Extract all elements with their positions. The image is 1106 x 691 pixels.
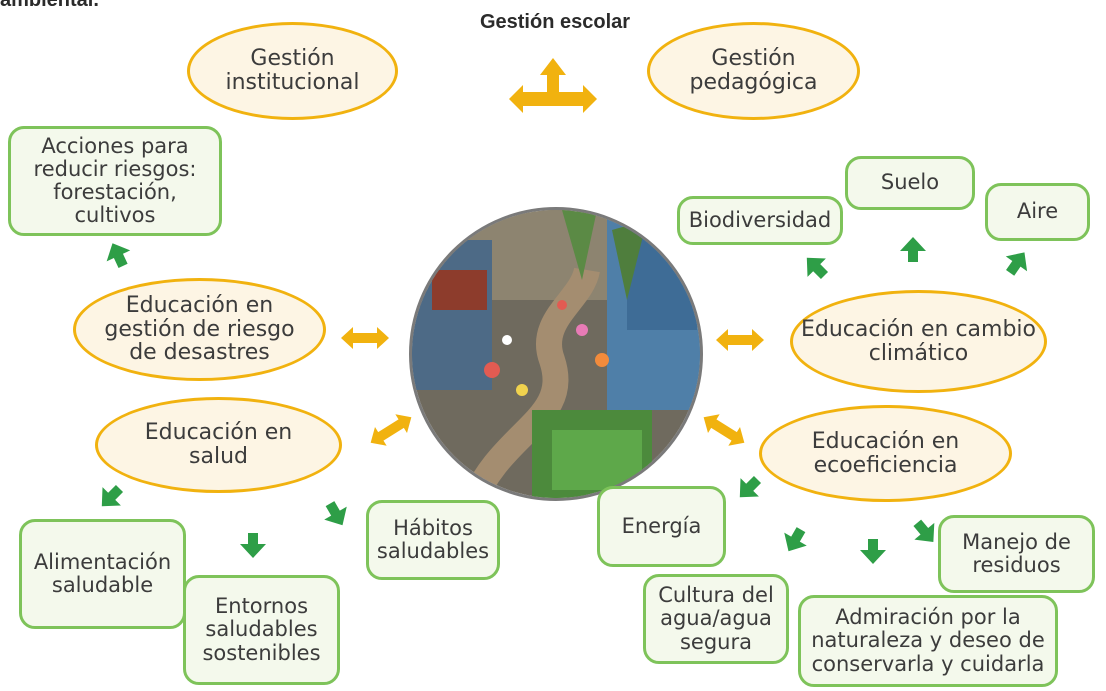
habitos-green-arrow (318, 497, 354, 532)
top-title: ambiental. (0, 0, 99, 11)
oval-educacion-cambio-climatico: Educación en cambio climático (790, 290, 1047, 393)
box-entornos-saludables: Entornos saludables sostenibles (183, 575, 340, 685)
oval-educacion-salud: Educación en salud (95, 397, 342, 493)
central-garden-photo (409, 207, 703, 501)
center-heading: Gestión escolar (479, 11, 631, 33)
aire-green-arrow (999, 244, 1036, 281)
oval-educacion-riesgo: Educación en gestión de riesgo de desast… (73, 278, 326, 381)
riesgo-double-arrow (341, 327, 389, 349)
biodiversidad-green-arrow (797, 248, 834, 285)
garden-illustration (412, 210, 700, 498)
cambio-double-arrow (716, 329, 764, 351)
oval-educacion-ecoeficiencia: Educación en ecoeficiencia (759, 405, 1012, 502)
box-aire: Aire (985, 183, 1090, 241)
box-suelo: Suelo (845, 156, 975, 210)
acciones-green-arrow (100, 237, 135, 272)
energia-green-arrow (730, 470, 767, 507)
alimentacion-green-arrow (92, 479, 129, 516)
box-acciones-riesgos: Acciones para reducir riesgos: forestaci… (8, 126, 222, 236)
ecoeficiencia-double-arrow (697, 407, 751, 453)
oval-gestion-pedagogica: Gestión pedagógica (647, 22, 860, 120)
box-alimentacion-saludable: Alimentación saludable (19, 519, 186, 629)
three-way-arrow (509, 58, 597, 113)
salud-double-arrow (364, 407, 418, 453)
admiracion-green-arrow (860, 539, 886, 564)
box-manejo-residuos: Manejo de residuos (938, 515, 1095, 593)
box-habitos-saludables: Hábitos saludables (366, 500, 500, 580)
box-energia: Energía (597, 486, 726, 567)
box-admiracion-naturaleza: Admiración por la naturaleza y deseo de … (798, 595, 1058, 687)
cultura-green-arrow (777, 523, 813, 558)
box-biodiversidad: Biodiversidad (677, 196, 843, 245)
box-cultura-agua: Cultura del agua/agua segura (643, 574, 789, 664)
entornos-green-arrow (240, 533, 266, 558)
oval-gestion-institucional: Gestión institucional (187, 22, 398, 120)
suelo-green-arrow (900, 237, 926, 262)
